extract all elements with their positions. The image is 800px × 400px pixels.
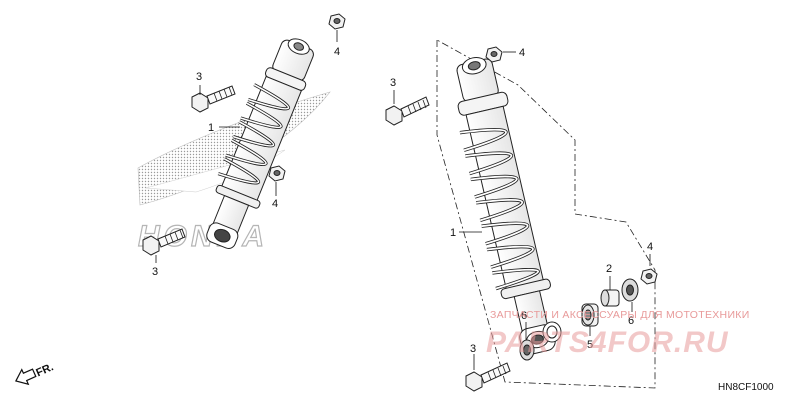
callout-3: 3 xyxy=(152,266,158,278)
watermark-caption: ЗАПЧАСТИ И АКСЕССУАРЫ ДЛЯ МОТОТЕХНИКИ xyxy=(490,309,750,321)
callout-3: 3 xyxy=(470,343,476,355)
right-bottom-bolt xyxy=(465,362,511,392)
collar xyxy=(600,289,620,307)
bushing-washer xyxy=(542,321,562,343)
front-direction-arrow: FR. xyxy=(15,361,55,386)
callout-1: 1 xyxy=(208,122,214,134)
right-lower-nut xyxy=(640,268,658,285)
right-top-bolt xyxy=(385,96,430,126)
callout-4: 4 xyxy=(272,198,278,210)
callout-2: 2 xyxy=(606,263,612,275)
callout-6: 6 xyxy=(521,310,527,322)
left-bottom-bolt xyxy=(142,228,186,256)
left-dust-seal xyxy=(519,339,535,361)
callout-1: 1 xyxy=(450,227,456,239)
callout-5: 5 xyxy=(587,339,593,351)
assembly-frame xyxy=(436,39,656,389)
diagram-code: HN8CF1000 xyxy=(718,382,774,393)
left-top-nut xyxy=(328,13,346,30)
callout-4: 4 xyxy=(647,241,653,253)
right-top-nut xyxy=(485,46,503,63)
left-top-bolt xyxy=(191,85,236,113)
leader-lines xyxy=(155,30,651,370)
callout-6: 6 xyxy=(628,315,634,327)
left-shock-absorber xyxy=(142,13,346,256)
callout-4: 4 xyxy=(519,47,525,59)
watermark-main: PARTS4FOR.RU xyxy=(486,326,729,359)
watermark: ЗАПЧАСТИ И АКСЕССУАРЫ ДЛЯ МОТОТЕХНИКИ PA… xyxy=(486,309,750,359)
needle-bearing xyxy=(581,303,599,327)
right-shock-absorber xyxy=(385,46,658,392)
right-dust-seal xyxy=(621,278,639,302)
callout-3: 3 xyxy=(390,77,396,89)
front-direction-label: FR. xyxy=(34,361,55,379)
callout-3: 3 xyxy=(196,71,202,83)
callouts: 3 4 1 4 3 3 4 1 4 2 6 6 5 3 xyxy=(152,46,653,355)
callout-4: 4 xyxy=(334,46,340,58)
left-bottom-nut xyxy=(268,165,286,182)
